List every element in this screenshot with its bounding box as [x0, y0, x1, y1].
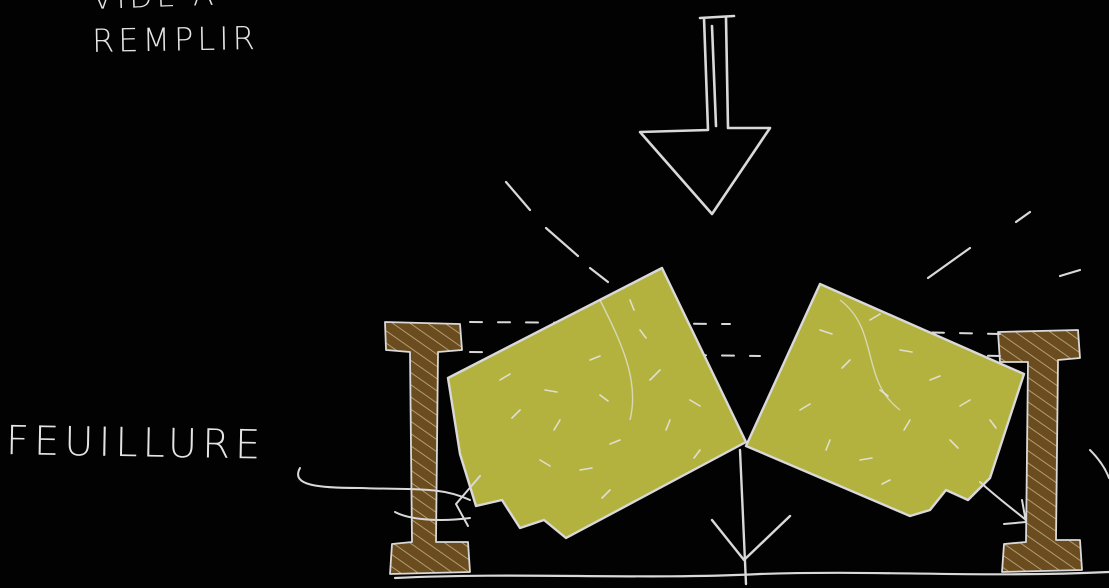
right-frame-profile — [998, 330, 1082, 572]
support-arrow-icon — [712, 450, 790, 584]
ground-line — [395, 572, 1109, 578]
right-tilted-panel — [746, 284, 1024, 516]
rebate-leader-line — [298, 468, 480, 526]
left-frame-profile — [385, 322, 470, 574]
down-arrow-icon — [640, 16, 770, 214]
left-tilted-panel — [448, 268, 746, 538]
rotation-sweep-lines — [506, 182, 1080, 282]
